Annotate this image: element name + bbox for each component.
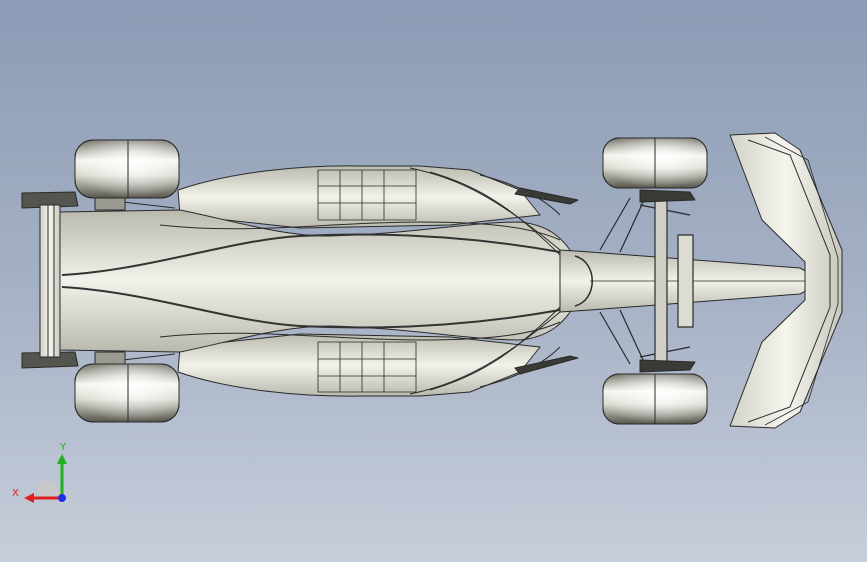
sidepod-left bbox=[177, 165, 541, 229]
y-axis-arrow bbox=[57, 454, 67, 464]
sidepod-vents-bottom bbox=[317, 341, 417, 393]
chassis-body bbox=[59, 209, 576, 353]
sidepod-right bbox=[177, 333, 541, 397]
x-axis-arrow bbox=[24, 493, 34, 503]
front-tire-bottom bbox=[602, 373, 708, 425]
front-wing bbox=[729, 132, 843, 429]
front-brake-duct-top bbox=[639, 189, 696, 203]
coordinate-triad: Y X bbox=[12, 442, 67, 503]
x-axis-label: X bbox=[12, 488, 19, 499]
mirror-top bbox=[514, 187, 579, 205]
sidepod-vents-top bbox=[317, 169, 417, 221]
z-axis-dot bbox=[58, 494, 66, 502]
triad-plane bbox=[38, 480, 62, 498]
rear-wing bbox=[39, 204, 61, 358]
rear-wing-endplate-top bbox=[21, 191, 79, 209]
mirror-bottom bbox=[514, 355, 579, 375]
rear-tire-bottom bbox=[74, 363, 180, 423]
front-tire-top bbox=[602, 137, 708, 189]
front-suspension bbox=[599, 197, 694, 365]
front-brake-duct-bottom bbox=[639, 359, 696, 373]
rear-tire-top bbox=[74, 139, 180, 199]
y-axis-label: Y bbox=[59, 442, 67, 453]
